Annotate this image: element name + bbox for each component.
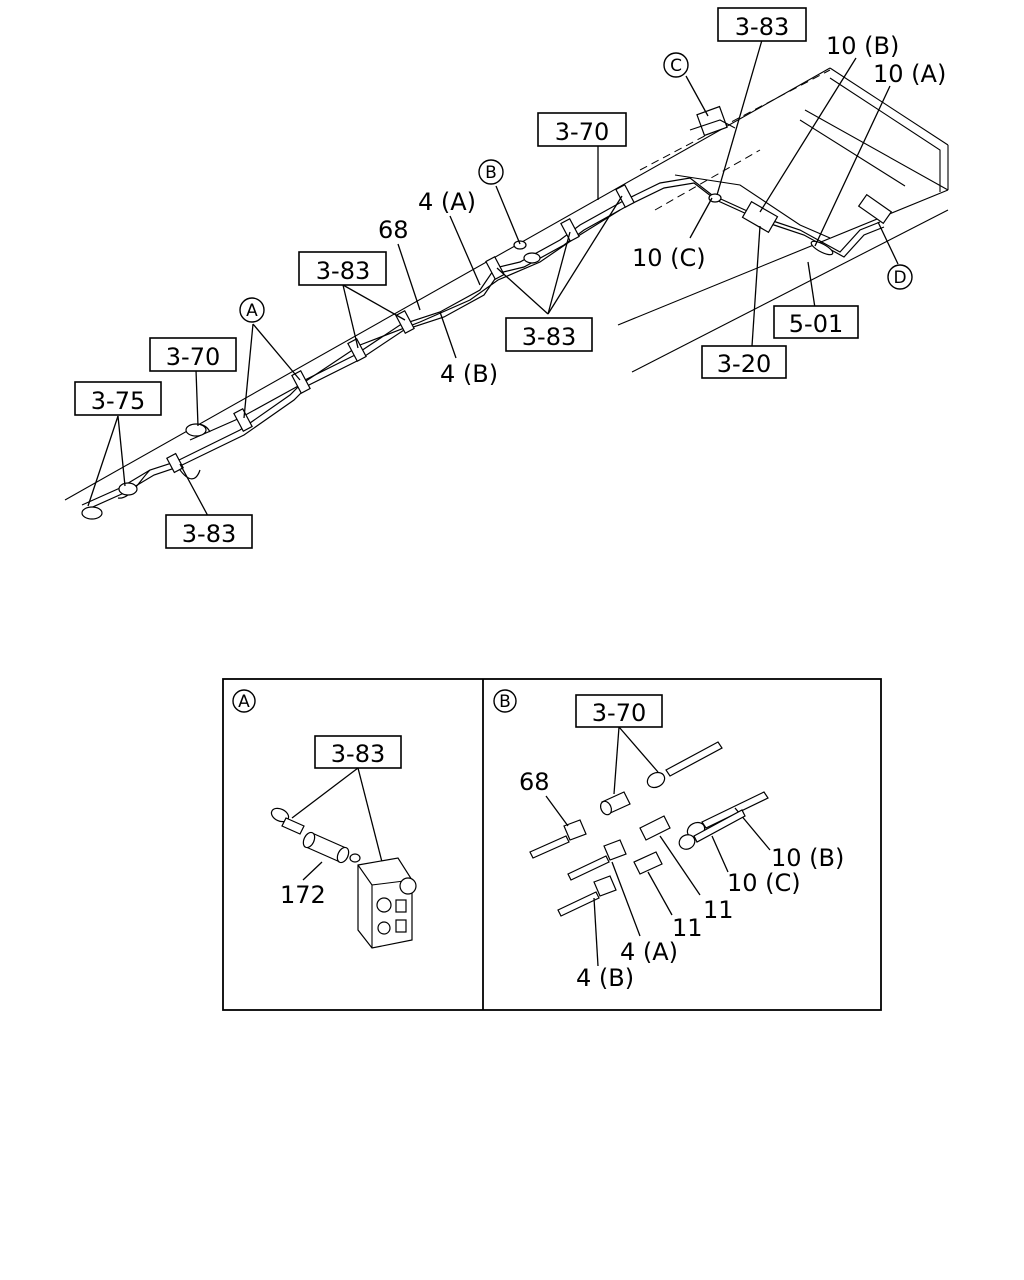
- svg-text:3-83: 3-83: [735, 13, 789, 41]
- detail-a: A 3-83 172: [232, 689, 417, 949]
- detail-frame: [222, 678, 882, 1011]
- fitting-11-lower: [633, 851, 663, 875]
- detail-b-label-10b: 10 (B): [771, 844, 844, 872]
- svg-text:3-83: 3-83: [331, 740, 385, 768]
- pipe-end-top: [646, 741, 723, 789]
- label-10a: 10 (A): [873, 60, 946, 88]
- fitting-11-upper: [639, 815, 671, 841]
- callout-a: A: [239, 297, 265, 323]
- detail-b: B 3-70 68 10 (B): [493, 689, 844, 992]
- callout-b: B: [478, 159, 504, 185]
- callout-c: C: [663, 52, 689, 78]
- svg-text:3-75: 3-75: [91, 387, 145, 415]
- detail-b-label-11-lower: 11: [672, 914, 703, 942]
- pipe-4a: [567, 839, 627, 881]
- ref-5-01: 5-01: [773, 305, 859, 339]
- detail-b-label-10c: 10 (C): [727, 869, 801, 897]
- svg-text:3-83: 3-83: [522, 323, 576, 351]
- svg-text:3-83: 3-83: [182, 520, 236, 548]
- svg-text:A: A: [238, 692, 250, 712]
- detail-b-ref-3-70: 3-70: [575, 694, 663, 728]
- svg-text:5-01: 5-01: [789, 310, 843, 338]
- pipe-68: [529, 819, 587, 859]
- bolt-part: [270, 807, 305, 835]
- detail-b-label-68: 68: [519, 768, 550, 796]
- callout-d: D: [887, 264, 913, 290]
- pipe-4b: [557, 875, 617, 917]
- svg-text:C: C: [670, 56, 682, 76]
- detail-b-label-11-upper: 11: [703, 896, 734, 924]
- svg-text:B: B: [499, 692, 511, 712]
- pipe-clips: [81, 105, 893, 520]
- svg-text:3-20: 3-20: [717, 350, 771, 378]
- union-fitting: [599, 791, 631, 816]
- ref-3-83-center: 3-83: [505, 317, 593, 352]
- leader-lines: [87, 39, 899, 517]
- spacer-part-172: [302, 831, 350, 864]
- ref-3-83-mid: 3-83: [298, 251, 387, 286]
- pipe-10c: [678, 809, 746, 850]
- label-4b: 4 (B): [440, 360, 498, 388]
- svg-text:D: D: [893, 268, 906, 288]
- svg-text:B: B: [485, 163, 497, 183]
- label-10b: 10 (B): [826, 32, 899, 60]
- detail-b-label-4b: 4 (B): [576, 964, 634, 992]
- svg-text:3-70: 3-70: [555, 118, 609, 146]
- ref-3-70-top: 3-70: [537, 112, 627, 147]
- detail-b-callout: B: [493, 689, 517, 713]
- ref-3-83-bottom: 3-83: [165, 514, 253, 549]
- detail-b-label-4a: 4 (A): [620, 938, 678, 966]
- ref-3-20: 3-20: [701, 345, 787, 379]
- ref-3-75: 3-75: [74, 381, 162, 416]
- svg-text:3-83: 3-83: [316, 257, 370, 285]
- label-4a: 4 (A): [418, 188, 476, 216]
- label-10c: 10 (C): [632, 244, 706, 272]
- clip-block-part: [349, 853, 417, 949]
- svg-text:A: A: [246, 301, 258, 321]
- svg-text:3-70: 3-70: [592, 699, 646, 727]
- ref-3-83-top: 3-83: [717, 7, 807, 42]
- ref-3-70-left: 3-70: [149, 337, 237, 372]
- detail-a-callout: A: [232, 689, 256, 713]
- svg-text:3-70: 3-70: [166, 343, 220, 371]
- detail-a-ref-3-83: 3-83: [314, 735, 402, 769]
- label-172: 172: [280, 881, 326, 909]
- label-68: 68: [378, 216, 409, 244]
